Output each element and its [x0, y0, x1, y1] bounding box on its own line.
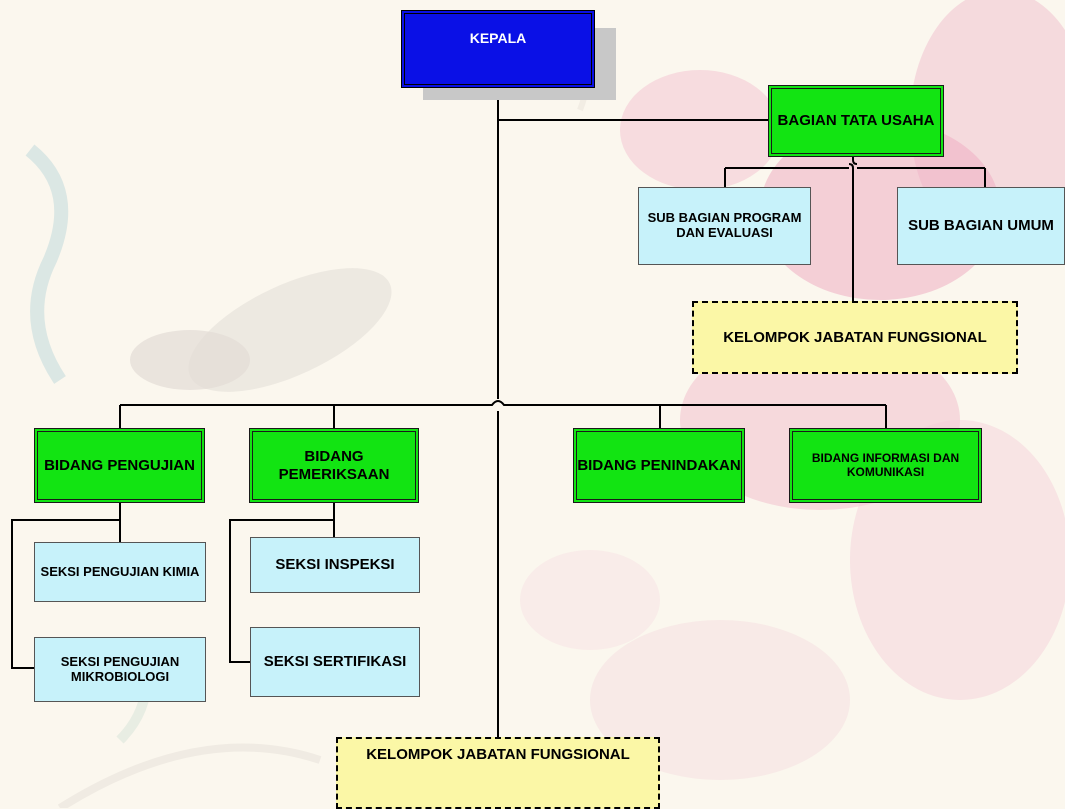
- bidang-informasi-label: BIDANG INFORMASI DAN KOMUNIKASI: [811, 450, 960, 479]
- bidang-pemeriksaan-label: BIDANG PEMERIKSAAN: [278, 448, 390, 483]
- seksi-inspeksi-label: SEKSI INSPEKSI: [275, 556, 395, 574]
- seksi-sertifikasi-label: SEKSI SERTIFIKASI: [263, 653, 407, 671]
- bidang-penindakan-box: BIDANG PENINDAKAN: [573, 428, 745, 503]
- bidang-pengujian-box: BIDANG PENGUJIAN: [34, 428, 205, 503]
- seksi-inspeksi-box: SEKSI INSPEKSI: [250, 537, 420, 593]
- kelompok-fungsional-bottom-label: KELOMPOK JABATAN FUNGSIONAL: [366, 746, 630, 763]
- bidang-pemeriksaan-box: BIDANG PEMERIKSAAN: [249, 428, 419, 503]
- sub-bagian-program-label: SUB BAGIAN PROGRAM DAN EVALUASI: [647, 210, 802, 240]
- bidang-pengujian-label: BIDANG PENGUJIAN: [44, 456, 195, 474]
- seksi-sertifikasi-box: SEKSI SERTIFIKASI: [250, 627, 420, 697]
- kelompok-fungsional-tu-label: KELOMPOK JABATAN FUNGSIONAL: [723, 328, 987, 346]
- seksi-pengujian-mikrobiologi-box: SEKSI PENGUJIAN MIKROBIOLOGI: [34, 637, 206, 702]
- sub-bagian-program-box: SUB BAGIAN PROGRAM DAN EVALUASI: [638, 187, 811, 265]
- bagian-tata-usaha-label: BAGIAN TATA USAHA: [777, 112, 935, 130]
- bidang-informasi-box: BIDANG INFORMASI DAN KOMUNIKASI: [789, 428, 982, 503]
- seksi-pengujian-mikrobiologi-label: SEKSI PENGUJIAN MIKROBIOLOGI: [60, 653, 180, 684]
- kelompok-fungsional-tu-box: KELOMPOK JABATAN FUNGSIONAL: [692, 301, 1018, 374]
- sub-bagian-umum-label: SUB BAGIAN UMUM: [908, 217, 1054, 235]
- head-box: KEPALA: [401, 10, 595, 88]
- seksi-pengujian-kimia-label: SEKSI PENGUJIAN KIMIA: [40, 563, 200, 579]
- head-label: KEPALA: [469, 30, 527, 46]
- bagian-tata-usaha-box: BAGIAN TATA USAHA: [768, 85, 944, 157]
- kelompok-fungsional-bottom-box: KELOMPOK JABATAN FUNGSIONAL: [336, 737, 660, 809]
- sub-bagian-umum-box: SUB BAGIAN UMUM: [897, 187, 1065, 265]
- bidang-penindakan-label: BIDANG PENINDAKAN: [577, 456, 741, 474]
- seksi-pengujian-kimia-box: SEKSI PENGUJIAN KIMIA: [34, 542, 206, 602]
